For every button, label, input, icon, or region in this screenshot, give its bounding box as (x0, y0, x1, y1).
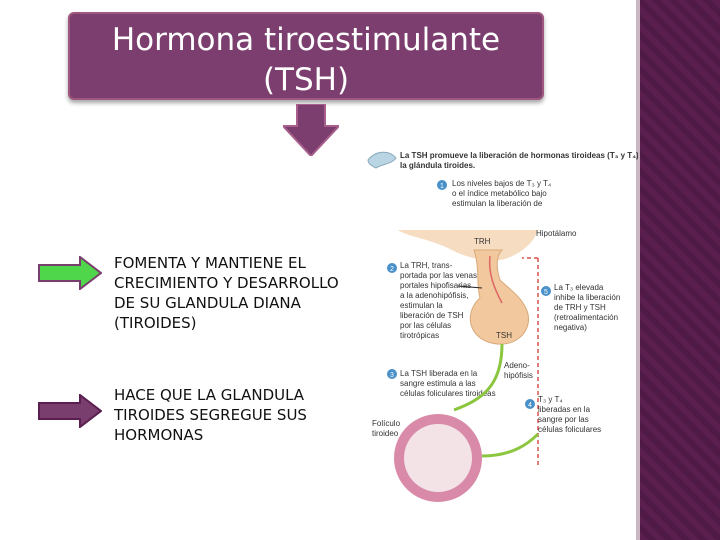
adeno-label-2: hipófisis (504, 371, 533, 380)
step-2-badge (387, 263, 397, 273)
step-3-badge (387, 369, 397, 379)
adeno-label-1: Adeno- (504, 361, 530, 370)
step-2-number: 2 (390, 266, 394, 273)
hipotalamo-label: Hipotálamo (536, 229, 577, 238)
step-3-line-3: células foliculares tiroideas (400, 389, 496, 398)
step-5-badge (541, 286, 551, 296)
t3-t4-flow-arrow (481, 432, 540, 458)
step-1-line-1: Los niveles bajos de T₃ y T₄ (452, 179, 551, 188)
step-3-line-1: La TSH liberada en la (400, 369, 478, 378)
trh-label: TRH (474, 237, 491, 246)
diagram-header-2: la glándula tiroides. (400, 161, 475, 170)
step-5-line-3: de TRH y TSH (554, 303, 606, 312)
step-1-number: 1 (440, 183, 444, 190)
decorative-sidebar (640, 0, 720, 540)
step-2-line-3: portales hipofisarias (400, 281, 471, 290)
bullet-1-text: FOMENTA Y MANTIENE EL CRECIMIENTO Y DESA… (114, 254, 339, 332)
step-5-line-2: inhibe la liberación (554, 293, 620, 302)
foliculo-label-1: Folículo (372, 419, 401, 428)
hypothalamus-shape (398, 230, 538, 261)
step-2-line-1: La TRH, trans- (400, 261, 453, 270)
tsh-label: TSH (496, 331, 512, 340)
pituitary-thumbnail-icon (367, 151, 397, 169)
step-2-line-6: liberación de TSH (400, 311, 464, 320)
title-line-1: Hormona tiroestimulante (111, 22, 501, 58)
step-3-line-2: sangre estimula a las (400, 379, 476, 388)
step-4-badge (525, 399, 535, 409)
step-5-line-4: (retroalimentación (554, 313, 618, 322)
step-2-line-5: estimulan la (400, 301, 443, 310)
follicle-colloid (404, 424, 472, 492)
step-1-badge (437, 180, 447, 190)
diagram-canvas: La TSH promueve la liberación de hormona… (367, 151, 638, 502)
bullet-2-text: HACE QUE LA GLANDULA TIROIDES SEGREGUE S… (114, 386, 307, 444)
title-line-2: (TSH) (262, 62, 350, 98)
title-box: Hormona tiroestimulante (TSH) (68, 12, 544, 100)
sidebar-edge (636, 0, 640, 540)
step-5-line-5: negativa) (554, 323, 587, 332)
green-right-arrow-icon (38, 256, 102, 290)
foliculo-label-2: tiroideo (372, 429, 399, 438)
purple-right-arrow-icon (38, 394, 102, 428)
step-1-line-3: estimulan la liberación de (452, 199, 543, 208)
step-5-number: 5 (544, 289, 548, 296)
step-2-line-4: a la adenohipófisis, (400, 291, 469, 300)
step-4-number: 4 (528, 402, 532, 409)
step-2-line-7: por las células (400, 321, 451, 330)
portal-vessel (488, 255, 503, 304)
diagram-header-1: La TSH promueve la liberación de hormona… (400, 151, 638, 160)
step-4-line-2: liberadas en la (538, 405, 591, 414)
step-1-line-2: o el índice metabólico bajo (452, 189, 547, 198)
step-4-line-4: células foliculares (538, 425, 601, 434)
tsh-flow-arrow (453, 343, 504, 412)
step-4-line-3: sangre por las (538, 415, 589, 424)
step-4-line-1: T₃ y T₄ (538, 395, 563, 404)
step-2-line-2: portada por las venas (400, 271, 477, 280)
step-5-line-1: La T₃ elevada (554, 283, 604, 292)
down-arrow-icon (283, 104, 339, 156)
step-3-number: 3 (390, 372, 394, 379)
step-2-line-8: tirotrópicas (400, 331, 439, 340)
tsh-feedback-diagram: La TSH promueve la liberación de hormona… (362, 138, 638, 540)
